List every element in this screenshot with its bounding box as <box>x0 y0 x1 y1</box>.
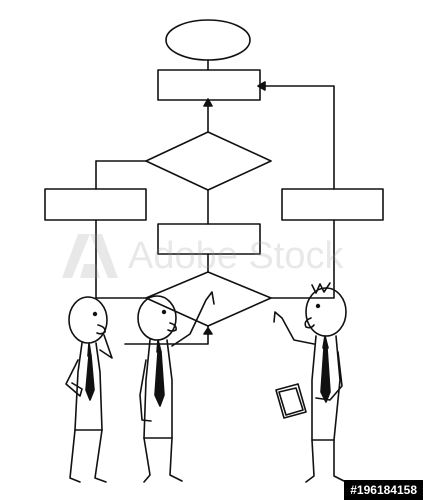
watermark: Adobe Stock <box>60 228 370 284</box>
watermark-text: Adobe Stock <box>128 234 344 277</box>
person-middle <box>138 292 214 482</box>
arrow-head-up-top <box>204 99 212 106</box>
tablet-icon <box>276 384 306 418</box>
arrow-head-up-bottom <box>204 328 212 334</box>
person-right <box>274 283 346 482</box>
decision-diamond-top <box>146 132 271 190</box>
process-box-center <box>158 224 260 254</box>
stock-id-badge: #196184158 <box>344 480 423 500</box>
process-box-left <box>45 189 146 220</box>
process-box-top <box>158 70 260 100</box>
person-left <box>66 297 112 482</box>
process-box-right <box>282 189 383 220</box>
adobe-logo-icon <box>62 234 118 278</box>
arrow-head-left-top <box>258 82 265 90</box>
start-ellipse <box>166 20 250 60</box>
connector-right-loop <box>262 86 334 298</box>
